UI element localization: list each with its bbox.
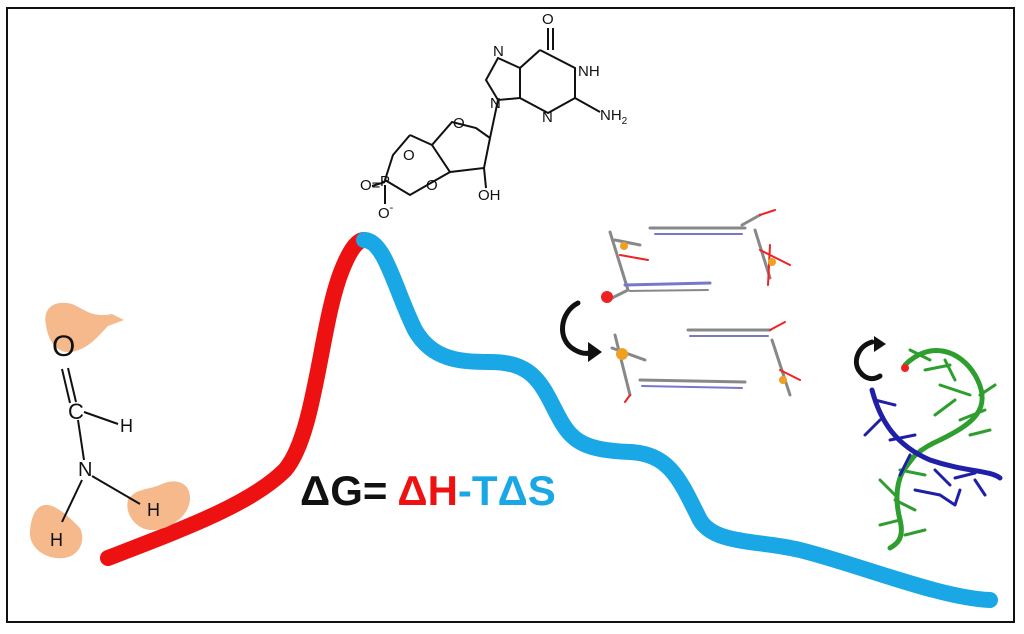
dinucleotide-top bbox=[601, 209, 791, 303]
atom-h-c: H bbox=[120, 416, 133, 436]
oxygen-highlight bbox=[45, 302, 124, 353]
c5-bond bbox=[409, 134, 433, 146]
cn-bond bbox=[77, 419, 85, 461]
atom-c: C bbox=[68, 399, 84, 424]
cgmp-labels: O NH N N N NH2 O O O P O= O- OH bbox=[360, 11, 628, 222]
entropy-curve-segment bbox=[356, 232, 998, 608]
cgmp-atom-o-ring: O bbox=[453, 115, 465, 132]
rna-bases-blue bbox=[863, 398, 987, 507]
cgmp-atom-o-minus: O- bbox=[378, 202, 394, 222]
nh2-bond bbox=[574, 97, 601, 113]
figure-border bbox=[6, 7, 1015, 623]
cgmp-atom-o-double: O= bbox=[360, 177, 381, 194]
stacked-dinucleotide-structure bbox=[560, 209, 801, 403]
equation-delta-h: ΔH bbox=[397, 467, 458, 514]
cgmp-nh2-subscript: 2 bbox=[622, 116, 628, 127]
formamide-molecule: O C H N H H bbox=[29, 302, 190, 559]
cgmp-atom-n3: N bbox=[542, 109, 553, 126]
atom-n: N bbox=[78, 459, 92, 481]
atom-o: O bbox=[52, 330, 75, 363]
rotation-arrow-rna bbox=[854, 339, 883, 382]
equation-delta-g: ΔG= bbox=[300, 467, 387, 514]
cgmp-atom-n9: N bbox=[490, 95, 501, 112]
cgmp-nh2-text: NH bbox=[600, 107, 622, 124]
imidazole-ring bbox=[484, 56, 521, 102]
equation: ΔG=ΔH-TΔS bbox=[300, 467, 556, 514]
equation-minus-t-delta-s: -TΔS bbox=[458, 467, 556, 514]
rna-bases-green bbox=[878, 348, 997, 537]
rna-terminal-atom bbox=[901, 364, 909, 372]
cgmp-atom-nh2: NH2 bbox=[600, 107, 628, 127]
enthalpy-curve-segment bbox=[100, 232, 372, 566]
cgmp-minus-sign: - bbox=[390, 202, 394, 214]
atom-h-n2: H bbox=[50, 530, 63, 550]
phosphate-ring bbox=[383, 134, 451, 197]
oh-bond bbox=[483, 167, 487, 189]
nh-bond-2 bbox=[61, 479, 83, 523]
rna-helix-structure bbox=[854, 336, 1003, 551]
atom-h-n1: H bbox=[147, 500, 160, 520]
cgmp-atom-oh: OH bbox=[478, 187, 501, 204]
rna-strand-green bbox=[887, 348, 985, 551]
cgmp-atom-o-phos1: O bbox=[403, 147, 415, 164]
guanine-ring bbox=[519, 49, 576, 115]
rotation-arrowhead-rna bbox=[874, 336, 886, 352]
co-bond-1 bbox=[67, 367, 77, 403]
hydrogen-highlight-bottom bbox=[29, 505, 83, 559]
hydrogen-highlight-right bbox=[127, 481, 190, 531]
cgmp-atom-o-carbonyl: O bbox=[542, 11, 554, 28]
ribose-ring bbox=[430, 99, 499, 174]
cgmp-o-minus-text: O bbox=[378, 205, 390, 222]
cgmp-atom-n7: N bbox=[493, 43, 504, 60]
cgmp-atom-nh-ring: NH bbox=[578, 63, 600, 80]
dinucleotide-bottom bbox=[610, 321, 801, 403]
cgmp-atom-o-phos2: O bbox=[426, 177, 438, 194]
nh-bond-1 bbox=[91, 475, 141, 505]
rotation-arrow-dinucleotide bbox=[560, 300, 595, 356]
co-bond-2 bbox=[61, 368, 71, 404]
ch-bond bbox=[83, 411, 119, 425]
cgmp-molecule bbox=[371, 28, 601, 204]
rotation-arrowhead-dinucleotide bbox=[588, 342, 602, 362]
p-double-o bbox=[371, 181, 386, 187]
rna-strand-blue bbox=[869, 387, 1003, 481]
cgmp-atom-p: P bbox=[380, 173, 390, 190]
